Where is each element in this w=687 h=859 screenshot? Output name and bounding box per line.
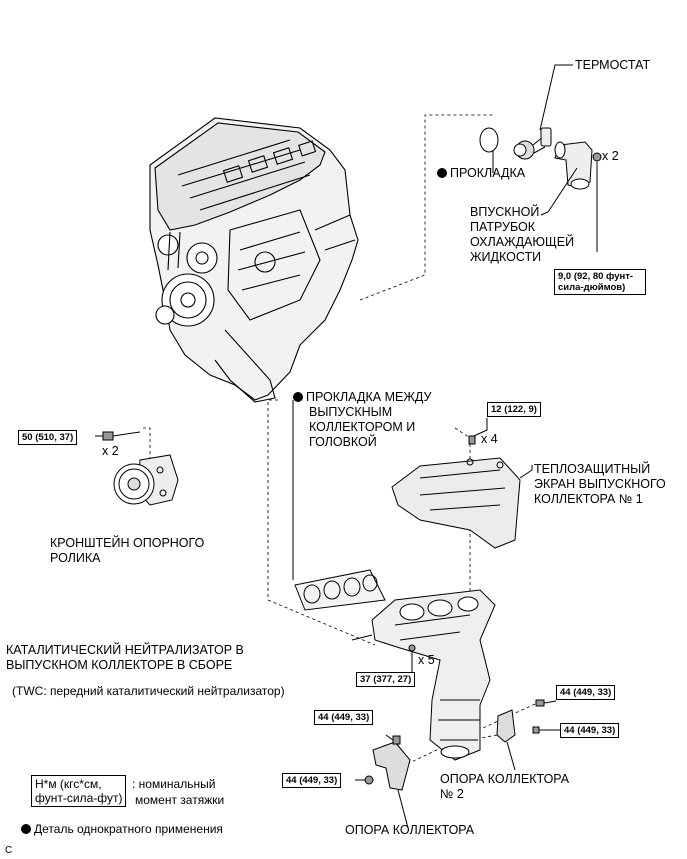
- cat-label-2: ВЫПУСКНОМ КОЛЛЕКТОРЕ В СБОРЕ: [6, 658, 233, 672]
- stay2-label-1: ОПОРА КОЛЛЕКТОРА: [440, 772, 570, 786]
- cat-label-1: КАТАЛИТИЧЕСКИЙ НЕЙТРАЛИЗАТОР В: [6, 643, 244, 657]
- heat-insulator-drawing: [391, 457, 521, 549]
- inlet-label-2: ПАТРУБОК: [470, 220, 536, 234]
- inlet-torque-box: 9,0 (92, 80 фунт-сила-дюймов): [554, 269, 646, 295]
- water-inlet-drawing: [554, 141, 593, 190]
- corner-code: C: [5, 845, 13, 856]
- manifold-gasket-label-4: ГОЛОВКОЙ: [309, 435, 377, 449]
- idler-bracket-drawing: [113, 454, 179, 506]
- legend-unit-box: Н*м (кгс*см, фунт-сила-фут): [31, 775, 127, 807]
- legend-nonreusable: Деталь однократного применения: [21, 822, 223, 837]
- idler-torque-box: 50 (510, 37): [18, 430, 78, 445]
- heat-torque-box: 12 (122, 9): [487, 402, 541, 417]
- inlet-qty: x 2: [602, 149, 619, 163]
- idler-label-2: РОЛИКА: [50, 551, 101, 565]
- inlet-label-4: ЖИДКОСТИ: [470, 250, 542, 264]
- stay-torque-box-upper: 44 (449, 33): [314, 710, 374, 725]
- cat-note: (TWC: передний каталитический нейтрализа…: [12, 684, 285, 698]
- engine-block-drawing: [149, 117, 359, 403]
- thermostat-label: ТЕРМОСТАТ: [575, 58, 651, 72]
- heat-qty: x 4: [481, 432, 498, 446]
- cat-torque-box: 37 (377, 27): [356, 672, 416, 687]
- stay2-label-2: № 2: [440, 787, 464, 801]
- inlet-label-1: ВПУСКНОЙ: [470, 205, 540, 219]
- non-reusable-dot-icon: [293, 392, 303, 402]
- cat-nut-drawing: [408, 644, 416, 652]
- stay2-torque-box-lower: 44 (449, 33): [560, 723, 620, 738]
- stay-label: ОПОРА КОЛЛЕКТОРА: [345, 823, 475, 837]
- heat-label-1: ТЕПЛОЗАЩИТНЫЙ: [534, 462, 651, 476]
- inlet-label-3: ОХЛАЖДАЮЩЕЙ: [470, 235, 575, 249]
- stay-torque-box-lower: 44 (449, 33): [282, 773, 342, 788]
- cat-qty: x 5: [418, 653, 435, 667]
- catalytic-manifold-drawing: [371, 589, 496, 761]
- stay2-torque-box-upper: 44 (449, 33): [556, 685, 616, 700]
- heat-label-2: ЭКРАН ВЫПУСКНОГО: [534, 477, 666, 491]
- manifold-stay2-drawing: [496, 709, 516, 743]
- manifold-gasket-label-2: ВЫПУСКНЫМ: [309, 405, 393, 419]
- thermostat-drawing: [513, 127, 552, 160]
- heat-label-3: КОЛЛЕКТОРА № 1: [534, 492, 643, 506]
- idler-label-1: КРОНШТЕЙН ОПОРНОГО: [50, 536, 205, 550]
- gasket-label: ПРОКЛАДКА: [437, 166, 525, 181]
- manifold-stay-drawing: [372, 741, 411, 791]
- legend-desc-1: : номинальный: [132, 777, 216, 791]
- legend-desc-2: момент затяжки: [135, 793, 225, 807]
- inlet-nut-drawing: [592, 152, 602, 162]
- idler-bolt-drawing: [102, 431, 141, 441]
- manifold-gasket-label-1: ПРОКЛАДКА МЕЖДУ: [293, 390, 431, 405]
- gasket-ring-drawing: [479, 127, 499, 153]
- non-reusable-dot-icon: [21, 824, 31, 834]
- non-reusable-dot-icon: [437, 168, 447, 178]
- idler-qty: x 2: [102, 444, 119, 458]
- manifold-gasket-drawing: [294, 569, 386, 611]
- heat-bolt-drawing: [468, 435, 476, 445]
- manifold-gasket-label-3: КОЛЛЕКТОРОМ И: [309, 420, 416, 434]
